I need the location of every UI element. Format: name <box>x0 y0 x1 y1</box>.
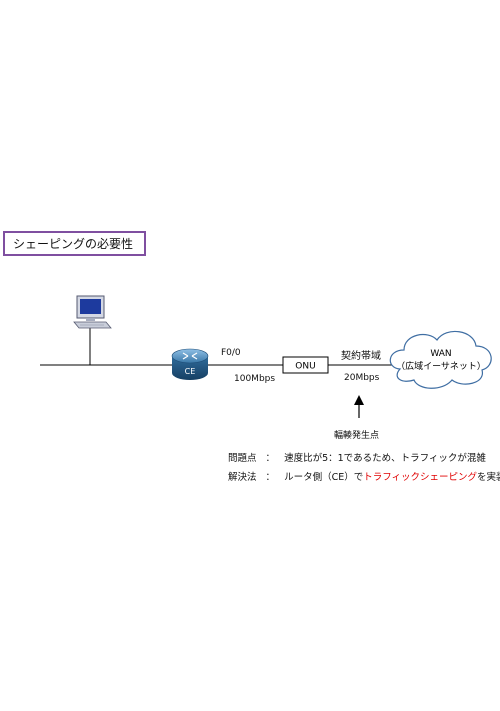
router-icon <box>171 348 209 380</box>
router-speed-label: 100Mbps <box>234 374 276 384</box>
problem-text: 速度比が5：1であるため、トラフィックが混雑 <box>284 453 486 464</box>
solution-label: 解決法 <box>228 472 257 483</box>
solution-highlight: トラフィックシェーピング <box>363 472 478 483</box>
contract-label: 契約帯域 <box>341 351 381 362</box>
interface-label: F0/0 <box>221 348 241 358</box>
wan-sublabel: （広域イーサネット） <box>396 360 486 372</box>
arrow-up-icon <box>354 395 364 418</box>
contract-speed-label: 20Mbps <box>344 373 380 383</box>
problem-note: 問題点 ： 速度比が5：1であるため、トラフィックが混雑 <box>228 450 486 464</box>
diagram-title: シェーピングの必要性 <box>3 231 146 256</box>
problem-label: 問題点 <box>228 453 257 464</box>
solution-suffix: を実装 <box>477 472 500 483</box>
router-label: CE <box>185 367 196 376</box>
solution-prefix: ルータ側（CE）で <box>284 472 364 483</box>
congestion-point-label: 輻輳発生点 <box>334 431 380 441</box>
onu-label: ONU <box>295 362 315 372</box>
problem-separator: ： <box>265 453 276 464</box>
solution-note: 解決法 ： ルータ側（CE）でトラフィックシェーピングを実装 <box>228 469 500 483</box>
wan-label: WAN <box>430 349 451 359</box>
pc-icon <box>73 295 112 329</box>
cloud-icon <box>389 330 492 389</box>
onu-box <box>282 356 329 374</box>
solution-separator: ： <box>265 472 276 483</box>
